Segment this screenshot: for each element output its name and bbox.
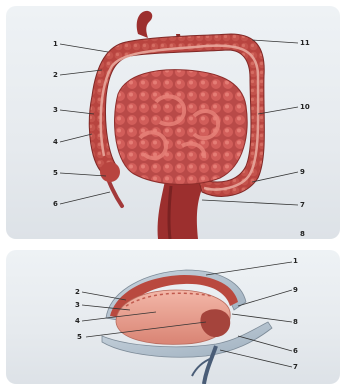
label-11: 11 bbox=[300, 39, 310, 47]
label-2-bottom: 2 bbox=[75, 288, 80, 296]
label-2: 2 bbox=[53, 71, 58, 79]
label-9: 9 bbox=[300, 168, 305, 176]
cross-section-panel: 2 3 4 5 1 9 8 6 7 bbox=[6, 250, 340, 384]
stomach-stub bbox=[137, 11, 153, 38]
label-8-bottom: 8 bbox=[293, 318, 298, 326]
label-10: 10 bbox=[300, 103, 310, 111]
label-6-bottom: 6 bbox=[293, 347, 298, 355]
label-9-bottom: 9 bbox=[293, 286, 298, 294]
intestines-panel: 1 2 3 4 5 6 11 10 9 7 8 bbox=[6, 6, 340, 239]
label-3-bottom: 3 bbox=[75, 301, 80, 309]
small-intestine bbox=[115, 70, 248, 185]
label-4: 4 bbox=[53, 138, 58, 146]
label-6: 6 bbox=[53, 200, 58, 208]
rectum bbox=[158, 176, 204, 239]
label-1: 1 bbox=[53, 40, 58, 48]
label-4-bottom: 4 bbox=[75, 317, 80, 325]
cross-section-illustration bbox=[6, 250, 340, 384]
label-7-bottom: 7 bbox=[293, 363, 298, 371]
label-5-bottom: 5 bbox=[77, 333, 82, 341]
label-1-bottom: 1 bbox=[293, 257, 298, 265]
label-5: 5 bbox=[53, 169, 58, 177]
label-3: 3 bbox=[53, 106, 58, 114]
label-8: 8 bbox=[300, 230, 305, 238]
label-7: 7 bbox=[300, 201, 305, 209]
